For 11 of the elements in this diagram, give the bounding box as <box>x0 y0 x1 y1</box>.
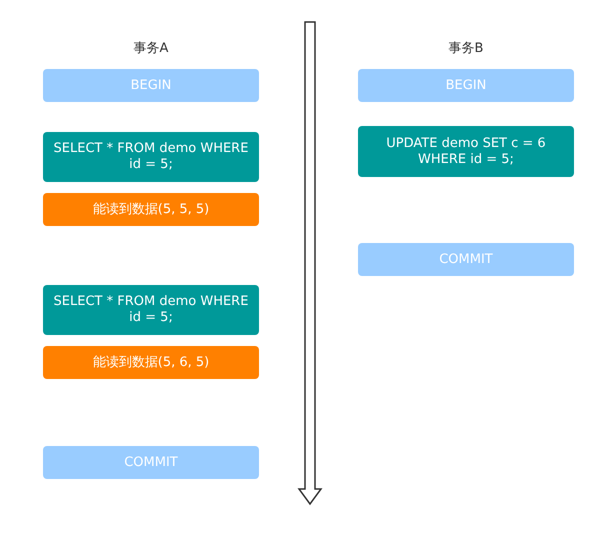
statement-box: UPDATE demo SET c = 6 WHERE id = 5; <box>358 126 574 177</box>
column-heading: 事务B <box>448 40 484 57</box>
column-heading: 事务A <box>134 40 168 57</box>
begin-box: BEGIN <box>43 69 259 102</box>
commit-box: COMMIT <box>358 243 574 276</box>
begin-box: BEGIN <box>358 69 574 102</box>
result-box: 能读到数据(5, 6, 5) <box>43 346 259 379</box>
statement-box: SELECT * FROM demo WHERE id = 5; <box>43 285 259 335</box>
commit-box: COMMIT <box>43 446 259 479</box>
statement-box: SELECT * FROM demo WHERE id = 5; <box>43 132 259 182</box>
result-box: 能读到数据(5, 5, 5) <box>43 193 259 226</box>
